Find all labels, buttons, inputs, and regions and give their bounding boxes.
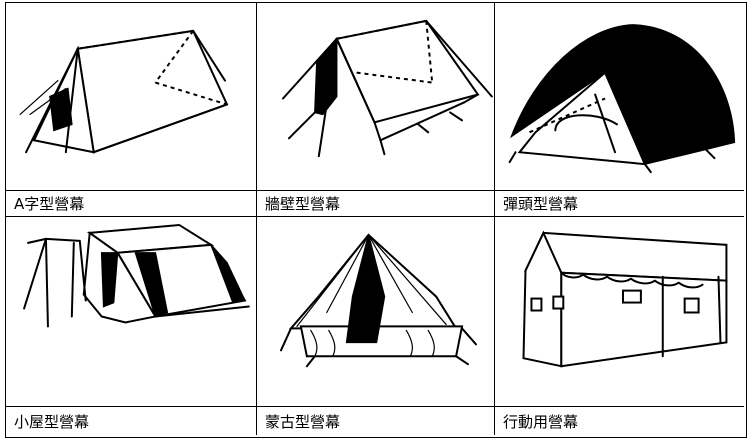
mongolian-yurt-tent-illustration [257, 217, 495, 407]
tent-label-a-frame: A字型營幕 [6, 191, 257, 217]
tent-types-table: A字型營幕 牆壁型營幕 彈頭型營幕 [5, 2, 747, 438]
mobile-shelter-tent-illustration [495, 217, 744, 407]
cabin-tent-illustration [6, 217, 257, 407]
tent-label-dome: 彈頭型營幕 [495, 191, 744, 217]
tent-label-mobile: 行動用營幕 [503, 412, 579, 431]
tent-label-cabin: 小屋型營幕 [6, 407, 257, 435]
tent-label-wall: 牆壁型營幕 [257, 191, 495, 217]
tent-label-mongolian: 蒙古型營幕 [257, 407, 495, 435]
wall-tent-illustration [257, 3, 495, 191]
dome-tent-illustration [495, 3, 744, 191]
a-frame-tent-illustration [6, 3, 257, 191]
